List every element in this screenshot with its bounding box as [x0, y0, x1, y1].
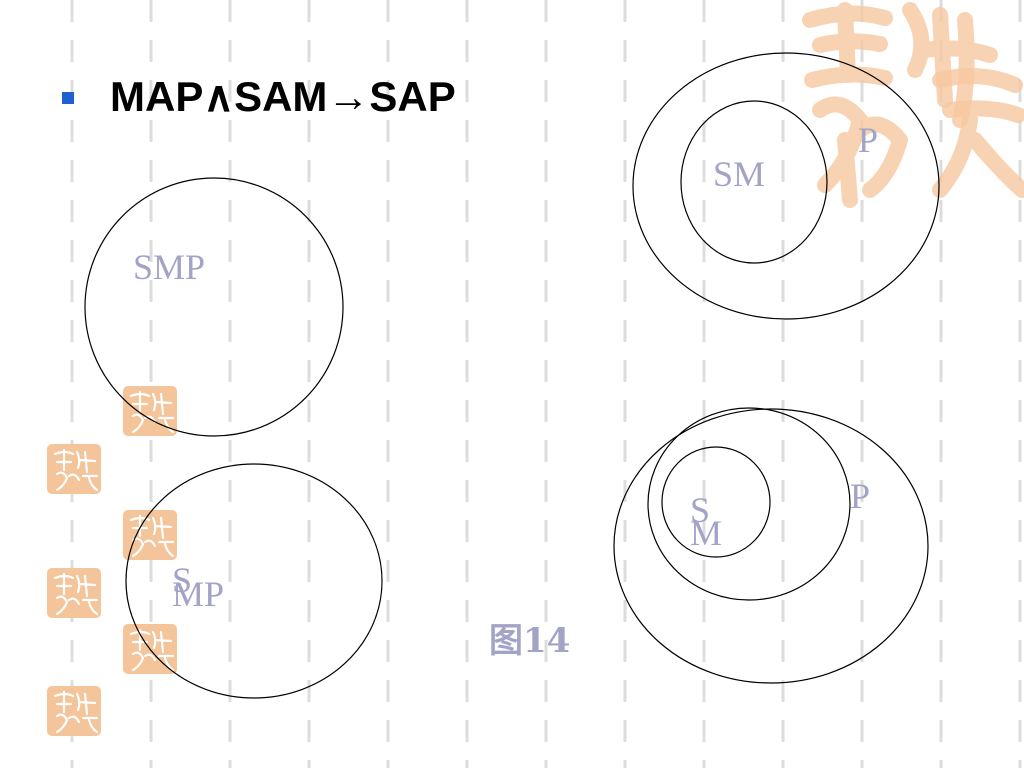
label-m: M [690, 513, 722, 553]
circle-sm [680, 100, 828, 264]
seal-stamp-icon [47, 568, 101, 618]
label-p: P [858, 120, 878, 160]
bullet-square-icon [62, 92, 74, 104]
figure-caption: 图14 [489, 621, 570, 661]
figure-smp-coincident: SMP [84, 177, 344, 437]
figure-sm-in-p: SM P [632, 52, 940, 320]
slide-title-row: MAP∧SAM→SAP [62, 70, 456, 122]
label-smp: SMP [133, 247, 205, 287]
figure-s-mp: S MP [125, 463, 383, 699]
circle-p-outer [613, 408, 929, 684]
label-s-inner: S [690, 490, 710, 530]
calligraphy-watermark-icon [802, 2, 1024, 208]
seal-stamp-icon [123, 386, 177, 436]
slide-title: MAP∧SAM→SAP [110, 72, 456, 120]
seal-stamp-icon [47, 686, 101, 736]
label-s: S [172, 560, 192, 600]
circle-smp [84, 177, 344, 437]
circle-m [647, 407, 851, 601]
circle-s-mp [125, 463, 383, 699]
label-sm: SM [713, 154, 765, 194]
figure-s-in-m-in-p: S M P [613, 407, 929, 684]
seal-stamp-icon [47, 444, 101, 494]
label-mp: MP [172, 574, 224, 614]
label-p-outer: P [850, 476, 870, 516]
circle-s [661, 446, 771, 558]
circle-p [632, 52, 940, 320]
